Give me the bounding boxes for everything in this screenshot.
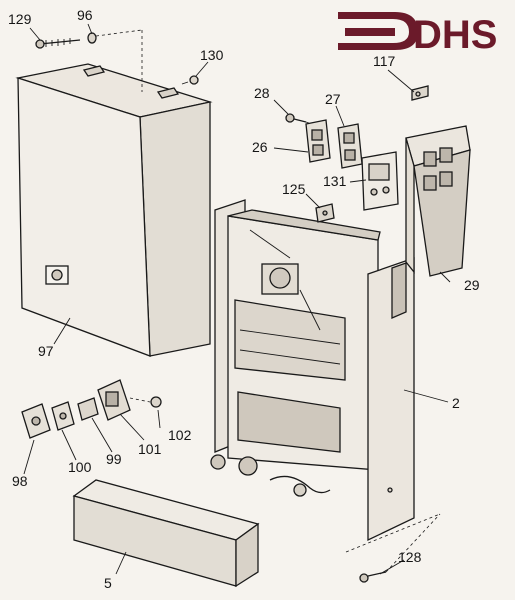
label-101: 101 bbox=[138, 441, 162, 457]
screw-28-part bbox=[285, 113, 313, 125]
plate-27-part bbox=[337, 123, 363, 169]
label-131: 131 bbox=[323, 173, 347, 189]
front-cover-part bbox=[15, 63, 213, 357]
label-102: 102 bbox=[168, 427, 192, 443]
chassis-part bbox=[210, 199, 381, 497]
bracket-part bbox=[405, 125, 471, 277]
control-panel-131-part bbox=[361, 151, 399, 211]
label-125: 125 bbox=[282, 181, 306, 197]
label-99: 99 bbox=[106, 451, 122, 467]
screw-129-part bbox=[35, 38, 81, 49]
bezel-98-part bbox=[21, 403, 51, 439]
side-panel-part bbox=[367, 257, 415, 542]
clip-117-part bbox=[411, 85, 429, 101]
label-28: 28 bbox=[254, 85, 270, 101]
plate-26-part bbox=[305, 119, 331, 163]
clip-130-part bbox=[181, 75, 199, 85]
cover-knob bbox=[51, 269, 63, 281]
brand-name: DHS bbox=[413, 13, 497, 57]
lens-99-part bbox=[77, 397, 99, 421]
gasket-100-part bbox=[51, 401, 75, 431]
label-100: 100 bbox=[68, 459, 92, 475]
clip-125-part bbox=[315, 203, 335, 223]
grommet-102-part bbox=[129, 396, 162, 408]
label-129: 129 bbox=[8, 11, 32, 27]
leader-lines bbox=[23, 23, 451, 575]
bottom-tray-part bbox=[72, 479, 260, 588]
label-97: 97 bbox=[38, 343, 54, 359]
label-98: 98 bbox=[12, 473, 28, 489]
label-26: 26 bbox=[252, 139, 268, 155]
label-2: 2 bbox=[452, 395, 460, 411]
label-130: 130 bbox=[200, 47, 224, 63]
label-5: 5 bbox=[104, 575, 112, 591]
label-29: 29 bbox=[464, 277, 480, 293]
holder-101-part bbox=[97, 379, 131, 421]
logo-swoosh bbox=[338, 12, 418, 50]
label-27: 27 bbox=[325, 91, 341, 107]
dhs-logo: DHS bbox=[338, 12, 497, 57]
label-96: 96 bbox=[77, 7, 93, 23]
label-128: 128 bbox=[398, 549, 422, 565]
label-117: 117 bbox=[373, 53, 396, 69]
